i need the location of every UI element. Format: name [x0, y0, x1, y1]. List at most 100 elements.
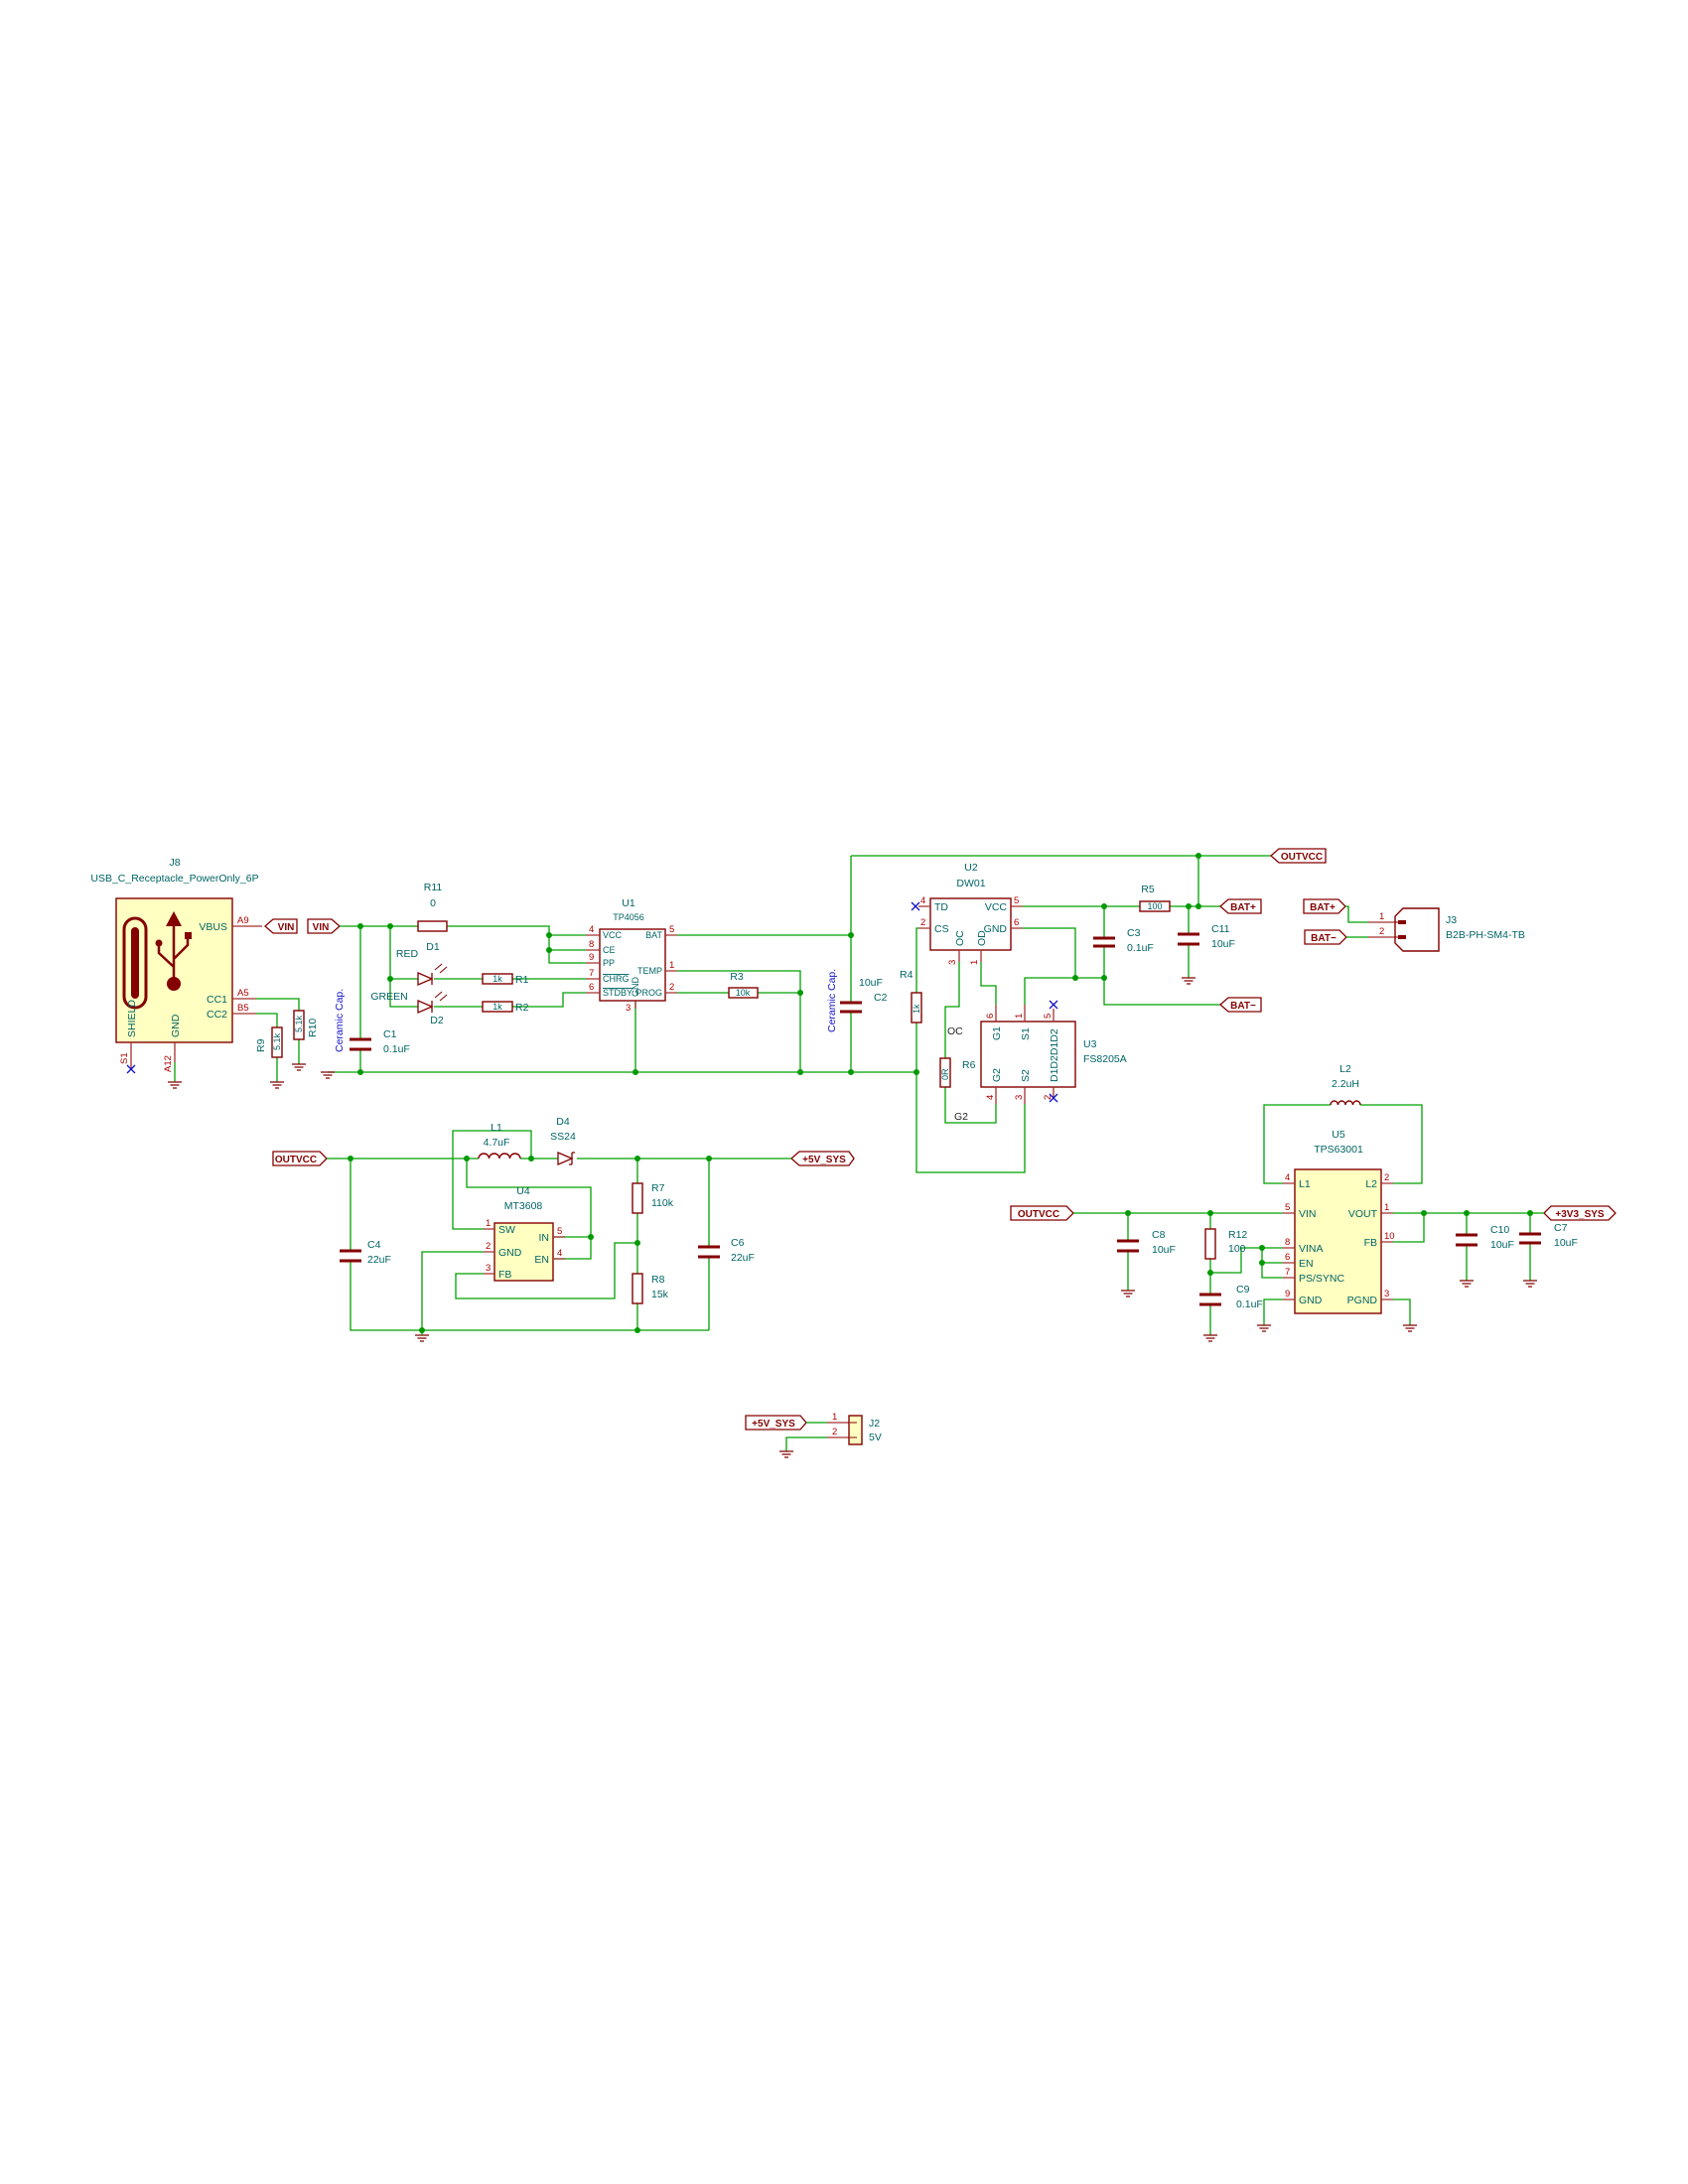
pin-number: 9 [589, 952, 594, 963]
resistor-r7[interactable]: R7 110k [632, 1182, 674, 1214]
pin-name: PGND [1347, 1295, 1378, 1306]
resistor-r3[interactable]: 10k R3 [728, 971, 759, 999]
resistor-r5[interactable]: 100 R5 [1139, 884, 1171, 912]
led-d2[interactable]: D2 GREEN [370, 991, 448, 1026]
junctions [348, 853, 1533, 1333]
pin-number: 7 [1285, 1267, 1290, 1278]
capacitor-c9[interactable]: C9 0.1uF [1199, 1284, 1263, 1310]
net-label-outvcc-buck[interactable]: OUTVCC [1010, 1205, 1074, 1221]
resistor-r1[interactable]: 1k R1 [482, 973, 529, 986]
c9-ref: C9 [1236, 1284, 1250, 1296]
pin-number: 8 [589, 939, 594, 950]
ground-icon [1202, 1334, 1218, 1342]
connector-j3[interactable]: 1 2 J3 B2B-PH-SM4-TB [1368, 907, 1525, 952]
pin-name-vbus: VBUS [199, 921, 227, 933]
pin-number: 7 [589, 968, 594, 979]
c3-value: 0.1uF [1127, 942, 1154, 954]
pin-name: GND [984, 923, 1008, 935]
net-label-3v3-sys[interactable]: +3V3_SYS [1543, 1205, 1617, 1221]
ground-icon [269, 1081, 285, 1089]
capacitor-c8[interactable]: C8 10uF [1117, 1229, 1176, 1256]
pin-name: L2 [1365, 1178, 1377, 1190]
r5-value: 100 [1147, 901, 1162, 911]
c8-ref: C8 [1152, 1229, 1166, 1241]
j2-ref: J2 [869, 1418, 880, 1430]
pin-number: 4 [985, 1095, 996, 1100]
c2-note: Ceramic Cap. [826, 969, 838, 1032]
resistor-r11[interactable]: R11 0 [417, 882, 448, 932]
connector-j2[interactable]: 1 2 J2 5V [827, 1412, 882, 1445]
ic-u3-fs8205a[interactable]: U3 FS8205A G1 S1 D1D2D1D2 G2 S2 6 1 5 4 … [980, 1005, 1127, 1104]
pin-number: 6 [589, 982, 594, 993]
pin-number: 1 [1384, 1202, 1389, 1213]
net-label-outvcc-boost[interactable]: OUTVCC [272, 1151, 328, 1166]
pin-number: 2 [486, 1241, 491, 1252]
inductor-l1[interactable]: L1 4.7uF [478, 1122, 521, 1160]
pin-name: G1 [991, 1026, 1003, 1040]
d4-value: SS24 [550, 1131, 576, 1143]
r7-ref: R7 [651, 1182, 665, 1194]
u1-value: TP4056 [613, 912, 644, 922]
pin-number: 5 [557, 1226, 562, 1237]
connector-j8[interactable]: J8 USB_C_Receptacle_PowerOnly_6P VBUS CC… [90, 857, 258, 1072]
ground-icon [291, 1063, 307, 1071]
d1-color: RED [396, 948, 419, 960]
ic-u2-dw01[interactable]: U2 DW01 TD CS VCC GND OC OD 4 2 5 6 3 1 [918, 862, 1023, 965]
usb-icon [155, 911, 192, 991]
capacitor-c10[interactable]: C10 10uF [1456, 1224, 1514, 1251]
inductor-l2[interactable]: L2 2.2uH [1330, 1063, 1361, 1106]
c6-ref: C6 [731, 1237, 745, 1249]
ground-icon [1120, 1290, 1136, 1297]
resistor-r8[interactable]: R8 15k [632, 1273, 669, 1304]
net-label-vin-b[interactable]: VIN [307, 918, 341, 934]
net-label-j3-bat-plus[interactable]: BAT+ [1303, 898, 1346, 914]
net-label-5v-sys[interactable]: +5V_SYS [790, 1151, 855, 1166]
capacitor-c7[interactable]: C7 10uF [1519, 1222, 1578, 1249]
resistor-r2[interactable]: 1k R2 [482, 1001, 529, 1014]
ic-u4-mt3608[interactable]: U4 MT3608 SW GND FB IN EN 1 2 3 5 4 [484, 1185, 565, 1282]
ground-icon [1402, 1324, 1418, 1332]
l2-value: 2.2uH [1332, 1078, 1359, 1090]
pin-name: FB [498, 1269, 511, 1281]
led-d1[interactable]: D1 RED [396, 941, 448, 986]
pin-name: OD [976, 930, 988, 946]
net-label-vin-a[interactable]: VIN [264, 918, 298, 934]
capacitor-c6[interactable]: C6 22uF [698, 1237, 755, 1264]
capacitor-c2[interactable]: 10uF C2 Ceramic Cap. [826, 969, 888, 1032]
capacitor-c11[interactable]: C11 10uF [1178, 923, 1235, 950]
resistor-r6[interactable]: 0R R6 [939, 1057, 976, 1088]
capacitor-c3[interactable]: C3 0.1uF [1093, 927, 1154, 954]
r10-value: 5.1k [294, 1015, 304, 1032]
net-label-bat-plus[interactable]: BAT+ [1219, 898, 1262, 914]
pin-name: SW [498, 1224, 515, 1236]
resistor-r4[interactable]: 1k R4 [900, 969, 922, 1024]
pin-number-a12: A12 [163, 1055, 174, 1072]
ic-u1-tp4056[interactable]: U1 TP4056 VCC CE PP CHRG STDBY BAT TEMP … [586, 897, 677, 1014]
resistor-r9[interactable]: 5.1k R9 [255, 1026, 283, 1058]
pin-name-gnd: GND [170, 1014, 182, 1037]
net-label-bat-minus[interactable]: BAT− [1219, 997, 1262, 1013]
pin-number: 1 [486, 1218, 491, 1229]
pin-number: 3 [1014, 1095, 1025, 1100]
ground-icon [1459, 1280, 1475, 1288]
r2-value: 1k [492, 1002, 502, 1012]
net-label-text: +5V_SYS [752, 1419, 795, 1430]
ground-icon [320, 1071, 336, 1079]
c1-ref: C1 [383, 1028, 397, 1040]
resistor-r12[interactable]: R12 100 [1204, 1228, 1247, 1260]
net-label-j2-5v-sys[interactable]: +5V_SYS [745, 1415, 807, 1431]
net-label-j3-bat-minus[interactable]: BAT− [1304, 929, 1347, 945]
pin-name: VCC [603, 930, 623, 940]
pin-name: EN [1299, 1258, 1314, 1270]
capacitor-c1[interactable]: C1 0.1uF Ceramic Cap. [334, 989, 410, 1055]
l2-ref: L2 [1339, 1063, 1351, 1075]
resistor-r10[interactable]: 5.1k R10 [293, 1010, 319, 1040]
pin-name: CS [934, 923, 949, 935]
pin-number: 3 [1384, 1289, 1389, 1299]
ic-u5-tps63001[interactable]: U5 TPS63001 L1 VIN VINA EN PS/SYNC GND L… [1283, 1129, 1395, 1314]
r4-ref: R4 [900, 969, 914, 981]
schottky-diode-d4[interactable]: D4 SS24 [550, 1116, 576, 1165]
capacitor-c4[interactable]: C4 22uF [340, 1239, 391, 1266]
pin-name: S1 [1020, 1027, 1032, 1040]
net-label-outvcc-top[interactable]: OUTVCC [1270, 848, 1327, 864]
